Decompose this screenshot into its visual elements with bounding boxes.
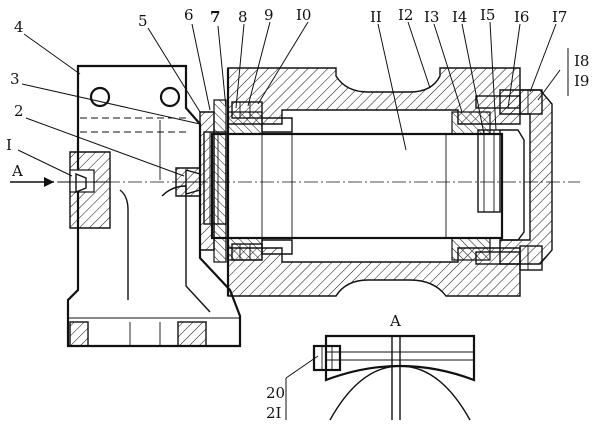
label-detail-a: A [389,312,401,330]
leader-lines [17,21,569,420]
bearing-left [227,101,293,261]
bolt-hole-right [159,86,181,108]
left-boss [58,151,111,229]
cap-bolts [475,89,543,271]
detail-view-a [312,334,476,421]
label-part-17: I7 [552,8,567,26]
label-part-8: 8 [238,8,248,26]
label-part-13: I3 [424,8,439,26]
label-part-16: I6 [514,8,529,26]
label-view-arrow-a: A [11,162,23,180]
label-part-20: 20 [266,384,285,402]
label-part-1: I [6,136,12,154]
bolt-hole-left [89,86,111,108]
label-part-7: 7 [210,8,220,26]
label-part-14: I4 [452,8,467,26]
label-part-12: I2 [398,6,413,24]
label-part-9: 9 [264,6,274,24]
label-part-3: 3 [10,70,20,88]
label-part-21: 2I [266,404,282,422]
label-part-10: I0 [296,6,311,24]
label-part-4: 4 [14,18,24,36]
bearing-right [451,111,501,261]
label-part-6: 6 [184,6,194,24]
label-part-19: I9 [574,72,589,90]
label-part-11: II [370,8,382,26]
view-arrow-a [10,177,54,187]
inner-shaft [210,132,504,240]
label-part-2: 2 [14,102,24,120]
seal-collar [199,99,227,263]
label-part-5: 5 [138,12,148,30]
label-part-15: I5 [480,6,495,24]
label-part-18: I8 [574,52,589,70]
